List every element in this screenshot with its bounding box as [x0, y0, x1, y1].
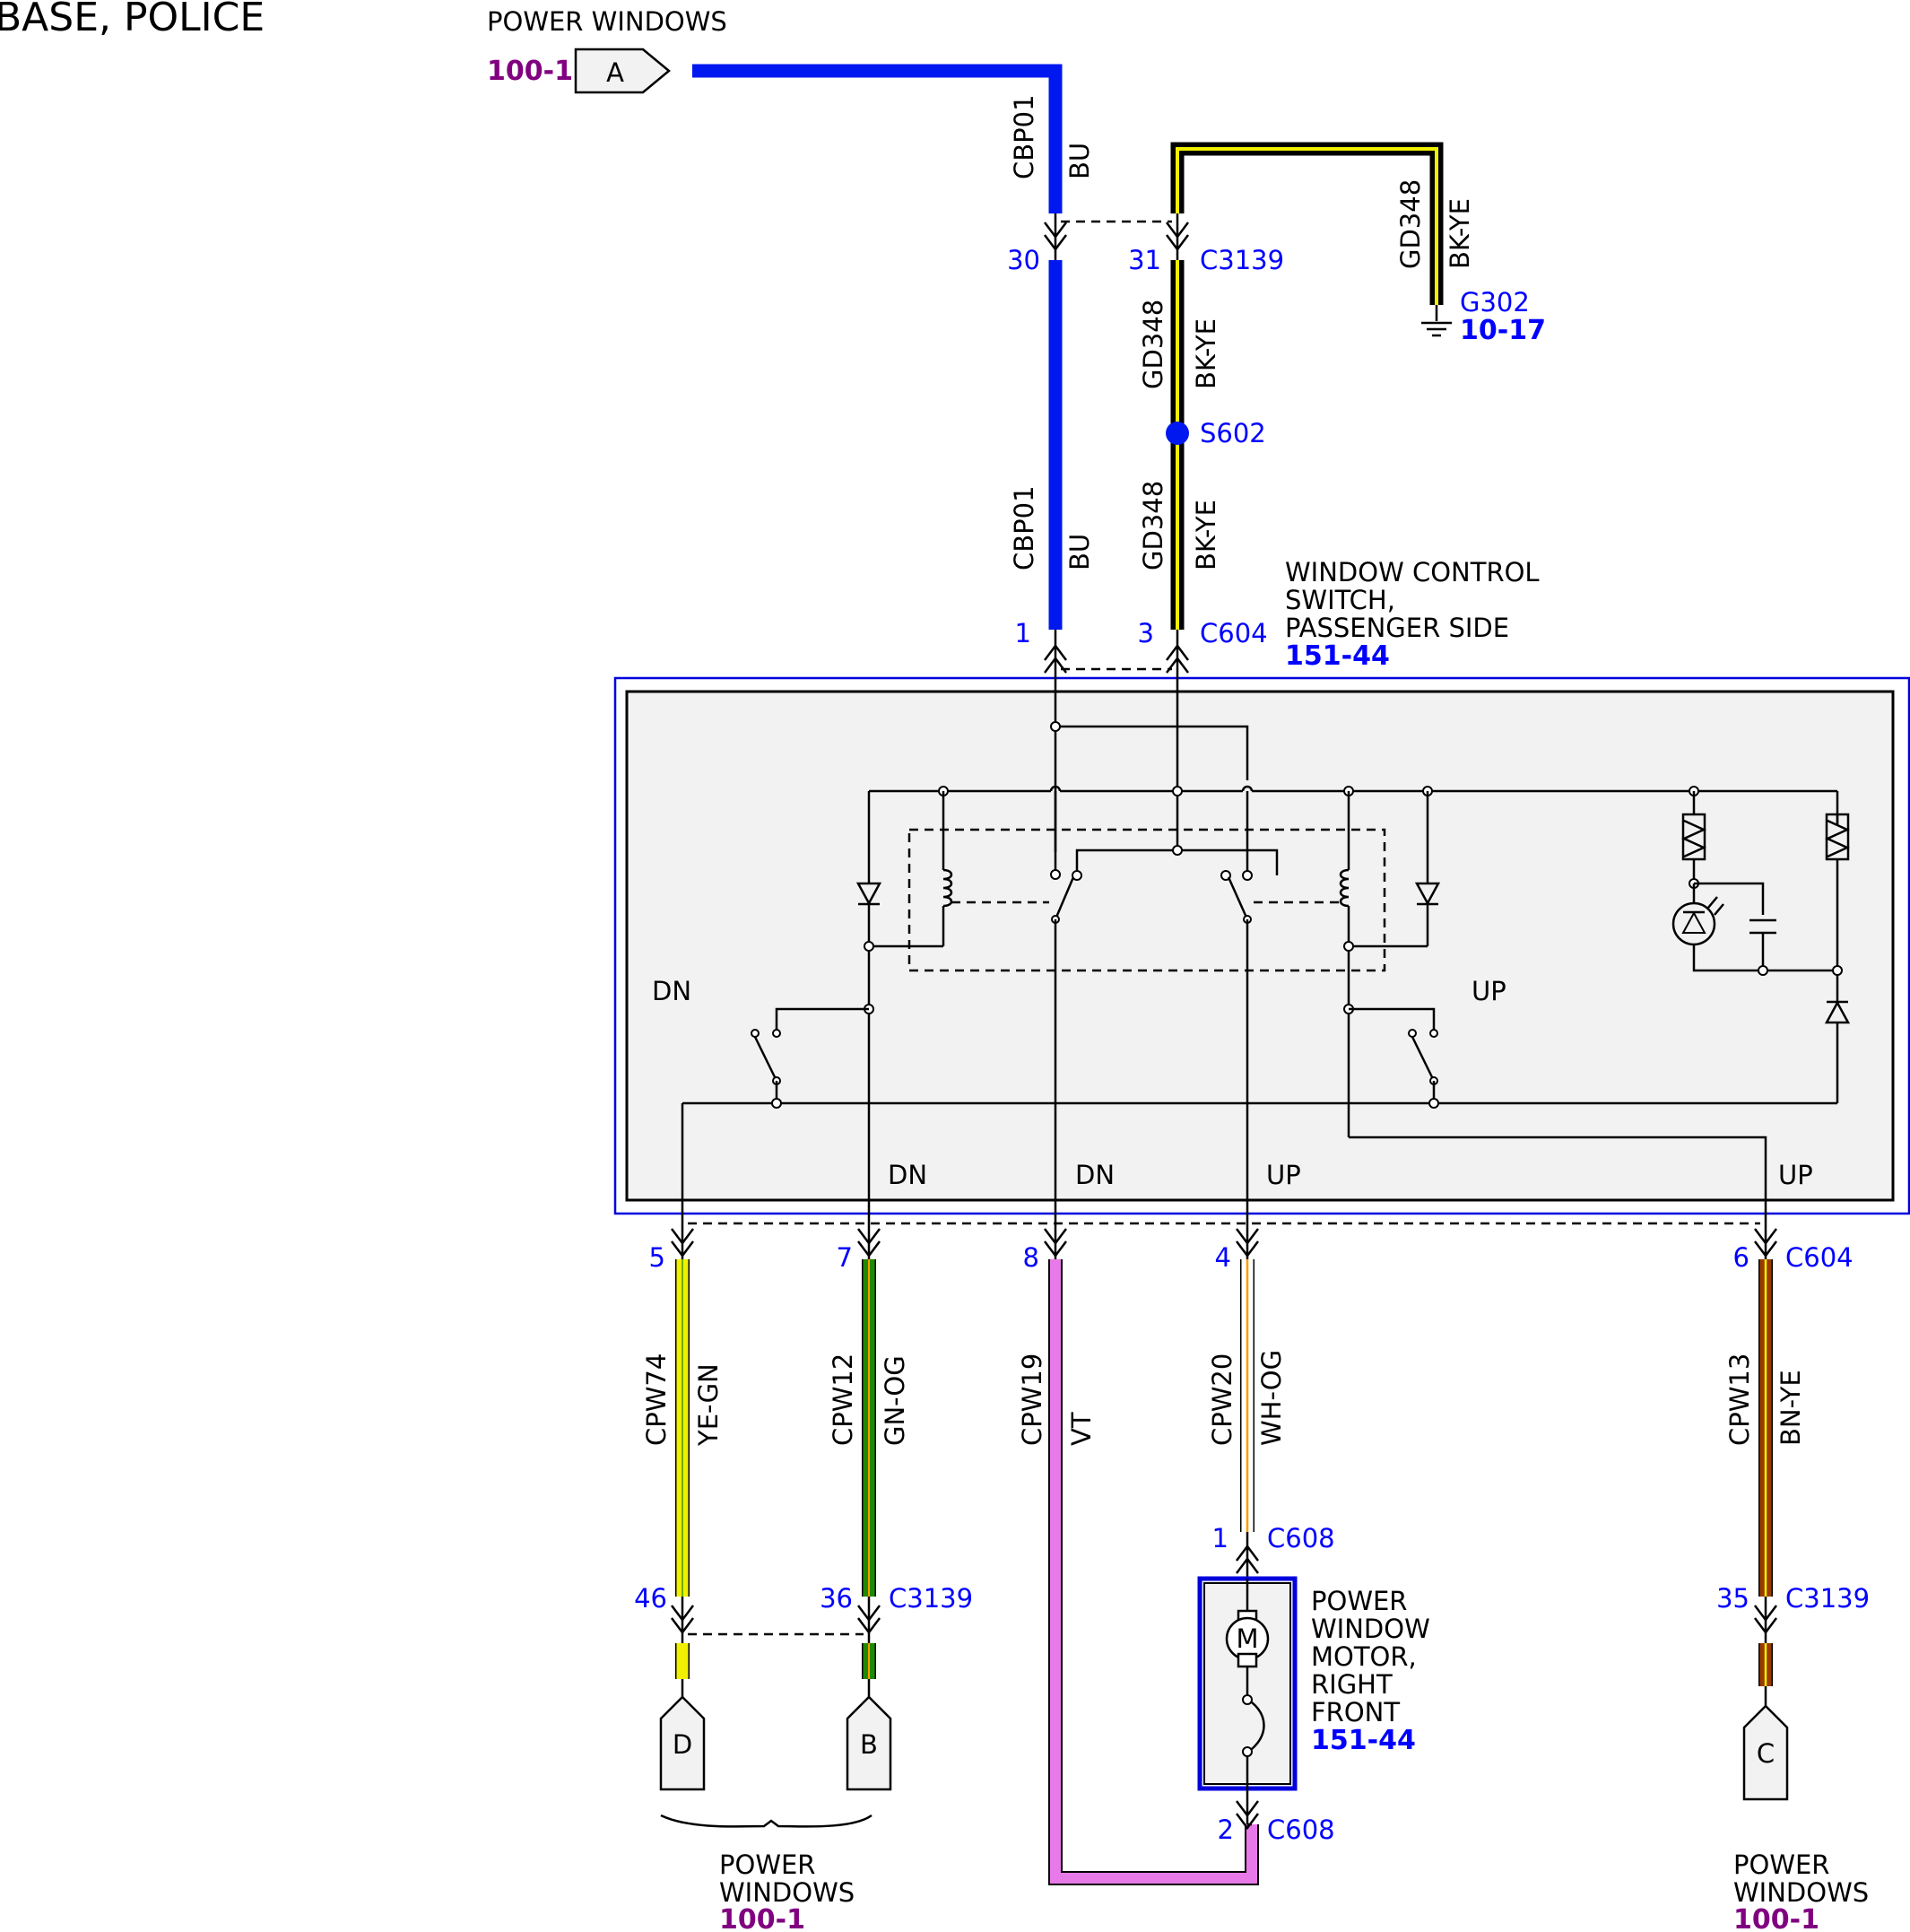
wire-gd348-top-circuit: GD348: [1395, 179, 1426, 269]
top-connector-ref: 100-1: [487, 56, 573, 87]
connector-a: A: [574, 48, 671, 94]
wire-gd348-mid1-circuit: GD348: [1138, 300, 1168, 389]
switch-module-line1: WINDOW CONTROL: [1285, 557, 1540, 587]
c-ref: 100-1: [1733, 1904, 1819, 1932]
switch-module-line3: PASSENGER SIDE: [1285, 613, 1509, 643]
switch-module-line2: SWITCH,: [1285, 585, 1395, 615]
connector-c604-bottom-label: C604: [1785, 1242, 1854, 1273]
connector-b-letter: B: [860, 1729, 878, 1760]
connector-c-letter: C: [1757, 1738, 1775, 1769]
module-dn-pin8: DN: [1075, 1160, 1115, 1190]
connector-c3139-top-label: C3139: [1200, 245, 1284, 275]
module-up-pin4: UP: [1266, 1160, 1301, 1190]
pin-c604-8: 8: [1023, 1242, 1039, 1273]
c-label-line1: POWER: [1733, 1849, 1829, 1880]
pin-c604-4: 4: [1215, 1242, 1231, 1273]
pin-c3139-46: 46: [634, 1583, 667, 1614]
motor-line2: WINDOW: [1311, 1614, 1430, 1644]
splice-s602: [1166, 422, 1189, 445]
module-up-right: UP: [1472, 976, 1506, 1006]
pin-c604-3: 3: [1138, 618, 1154, 648]
wire-cpw13-color: BN-YE: [1775, 1370, 1806, 1446]
c-label-line2: WINDOWS: [1733, 1877, 1869, 1908]
wire-gd348-mid2-circuit: GD348: [1138, 481, 1168, 570]
wire-gd348-mid1-color: BK-YE: [1191, 318, 1221, 389]
wire-gd348-top-color: BK-YE: [1445, 198, 1475, 269]
module-up-pin6: UP: [1778, 1160, 1813, 1190]
motor-line3: MOTOR,: [1311, 1641, 1417, 1672]
brace-db: [660, 1814, 873, 1828]
module-dn-left: DN: [652, 976, 691, 1006]
wire-stubs-bottom: [675, 1643, 1773, 1686]
db-label-line2: WINDOWS: [719, 1877, 855, 1908]
window-control-switch: [613, 673, 1910, 1215]
wire-cbp01-top-color: BU: [1064, 143, 1095, 179]
db-label-line1: POWER: [719, 1849, 815, 1880]
connector-c604-bottom: [671, 1200, 1777, 1259]
connector-b: B: [846, 1679, 892, 1791]
connector-c604-top-label: C604: [1200, 618, 1268, 648]
connector-d: D: [659, 1679, 706, 1791]
motor-ref: 151-44: [1311, 1725, 1416, 1756]
motor-line4: RIGHT: [1311, 1669, 1393, 1700]
wire-cpw19-circuit: CPW19: [1017, 1353, 1047, 1446]
pin-c3139-31: 31: [1128, 245, 1161, 275]
connector-c608-pin2: [1236, 1788, 1259, 1831]
ground-id: G302: [1460, 287, 1530, 318]
wire-gd348-mid2-color: BK-YE: [1191, 500, 1221, 570]
motor-symbol: M: [1236, 1623, 1258, 1654]
wire-cpw74-circuit: CPW74: [641, 1353, 672, 1446]
wire-cpw12-color: GN-OG: [880, 1355, 910, 1446]
wire-cpw13-circuit: CPW13: [1724, 1353, 1755, 1446]
wire-cbp01-mid-color: BU: [1064, 534, 1095, 570]
connector-c608-top-label: C608: [1267, 1523, 1335, 1553]
ground-ref: 10-17: [1460, 315, 1546, 346]
splice-id: S602: [1200, 418, 1266, 448]
wire-gd348-top: [1170, 142, 1444, 305]
top-connector-label: POWER WINDOWS: [487, 6, 727, 37]
connector-c3139-top: [1044, 213, 1189, 260]
wire-cpw19-color: VT: [1066, 1412, 1097, 1446]
wire-cbp01-top: [692, 64, 1063, 213]
connector-c604-top: [1044, 630, 1189, 674]
connector-c3139-bottom-left-label: C3139: [889, 1583, 973, 1614]
connector-a-letter: A: [606, 57, 624, 88]
switch-module-ref: 151-44: [1285, 640, 1390, 672]
motor-line5: FRONT: [1311, 1697, 1400, 1727]
db-ref: 100-1: [719, 1904, 805, 1932]
page-title: BASE, POLICE: [0, 0, 265, 40]
pin-c608-1: 1: [1212, 1523, 1228, 1553]
pin-c604-6: 6: [1733, 1242, 1749, 1273]
connector-c3139-bottom: [671, 1597, 1777, 1643]
wire-cpw74-color: YE-GN: [693, 1363, 724, 1447]
wire-cpw12-circuit: CPW12: [828, 1353, 858, 1446]
pin-c3139-36: 36: [820, 1583, 853, 1614]
wire-cbp01-top-circuit: CBP01: [1009, 94, 1039, 179]
wire-cbp01-mid-circuit: CBP01: [1009, 485, 1039, 570]
pin-c604-5: 5: [649, 1242, 665, 1273]
wire-cpw20-circuit: CPW20: [1207, 1353, 1237, 1446]
pin-c608-2: 2: [1218, 1815, 1234, 1845]
connector-c3139-bottom-right-label: C3139: [1785, 1583, 1870, 1614]
pin-c604-7: 7: [837, 1242, 853, 1273]
wire-cpw19: [1048, 1259, 1259, 1885]
ground-symbol: [1421, 305, 1452, 337]
connector-c608-bottom-label: C608: [1267, 1815, 1335, 1845]
pin-c3139-35: 35: [1716, 1583, 1749, 1614]
module-dn-pin7: DN: [888, 1160, 927, 1190]
connector-c608-pin1: [1236, 1532, 1259, 1579]
connector-c: C: [1742, 1686, 1789, 1801]
power-window-motor: M: [1197, 1576, 1298, 1791]
motor-line1: POWER: [1311, 1586, 1407, 1616]
pin-c604-1: 1: [1015, 618, 1031, 648]
wire-cpw20-color: WH-OG: [1256, 1350, 1287, 1446]
pin-c3139-30: 30: [1007, 245, 1040, 275]
connector-d-letter: D: [673, 1729, 692, 1760]
